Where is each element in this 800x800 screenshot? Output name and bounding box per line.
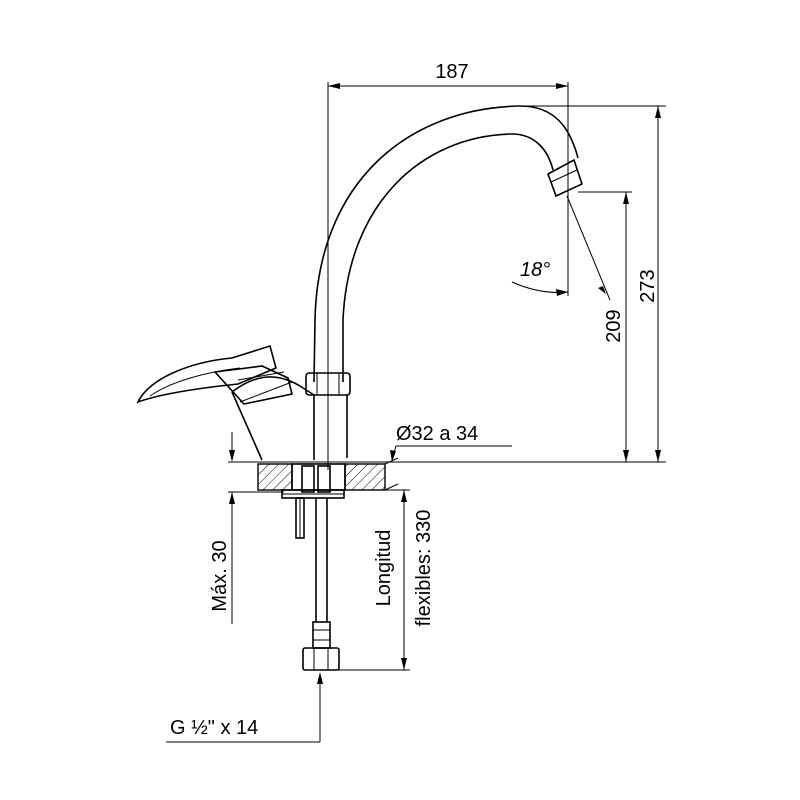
dimension-hose-length: Longitud flexibles: 330 [332, 489, 435, 671]
dimension-total-height: 273 [520, 105, 666, 463]
faucet-body [231, 376, 348, 461]
dimension-thread: G ½" x 14 [166, 672, 323, 743]
dimension-hole: Ø32 a 34 [390, 423, 512, 462]
max-thickness-label: Máx. 30 [209, 540, 231, 611]
lever-handle [136, 344, 293, 405]
hose-length-label-line1: Longitud [373, 530, 395, 607]
thread-label: G ½" x 14 [170, 717, 258, 739]
hose-length-label-line2: flexibles: 330 [413, 510, 435, 627]
hole-diameter-label: Ø32 a 34 [396, 423, 478, 445]
dimension-187-label: 187 [435, 61, 468, 83]
dimension-209-label: 209 [603, 309, 625, 342]
dimension-width: 187 [328, 61, 569, 296]
dimension-angle: 18° [511, 195, 611, 301]
flexible-hose [302, 498, 340, 671]
spout [313, 105, 583, 383]
dimension-spout-height: 209 [578, 191, 632, 462]
angle-18-label: 18° [520, 259, 550, 281]
dimension-max-thickness: Máx. 30 [209, 432, 284, 624]
mounting-hardware [281, 465, 345, 539]
mounting-section [228, 457, 630, 491]
dimension-273-label: 273 [637, 269, 659, 302]
